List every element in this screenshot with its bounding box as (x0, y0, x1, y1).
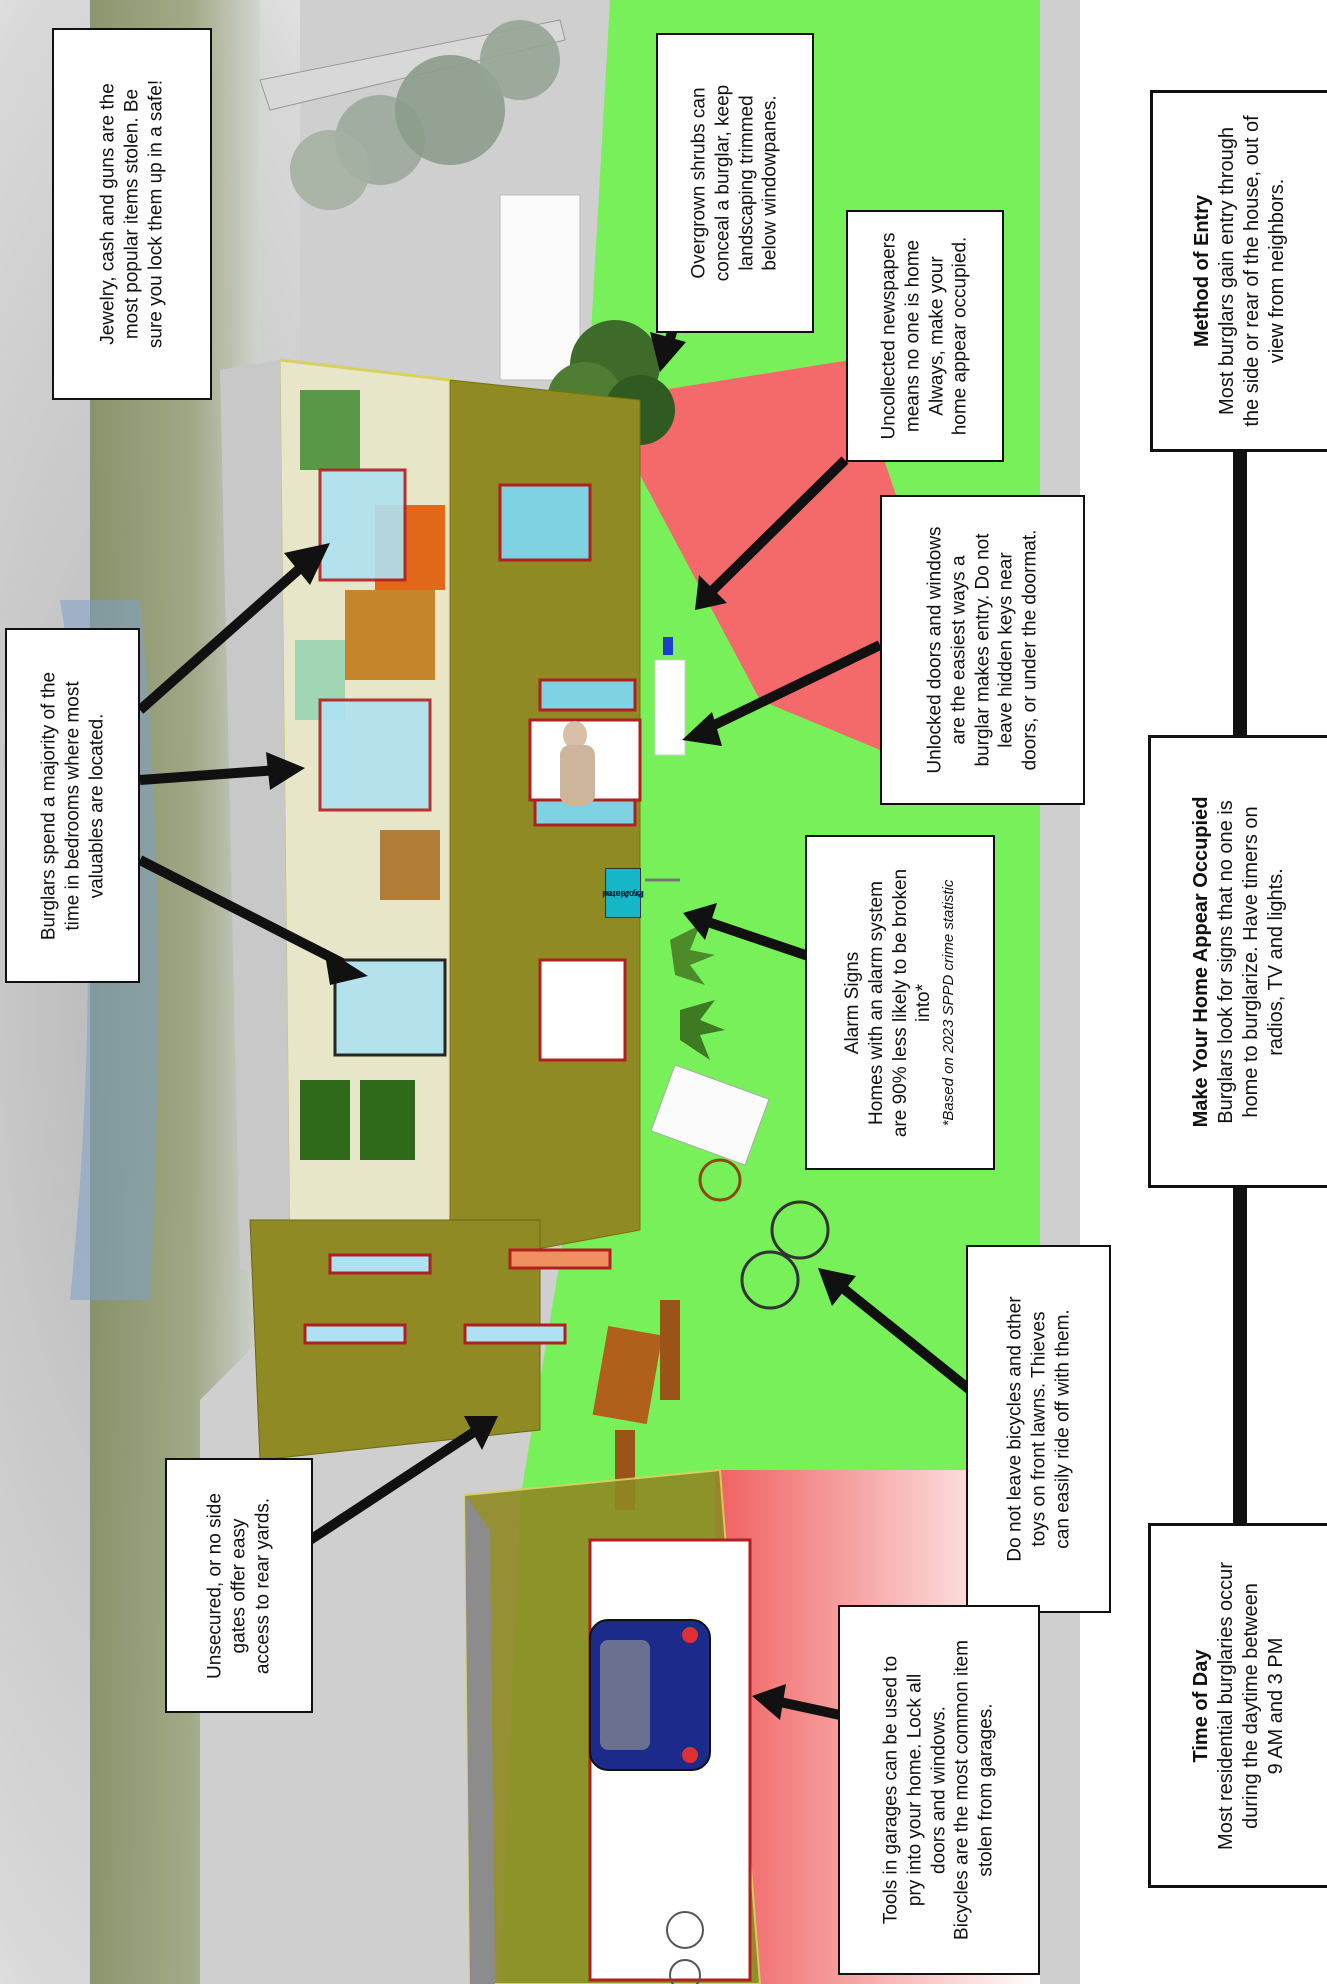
garage (463, 1468, 762, 1984)
callout-alarm: Alarm Signs Homes with an alarm system a… (805, 835, 995, 1170)
house (220, 358, 642, 1461)
newspaper (663, 637, 673, 655)
callout-shrubs: Overgrown shrubs can conceal a burglar, … (656, 33, 814, 333)
arrow-head-bedroom-middle (266, 752, 305, 790)
callout-tools: Tools in garages can be used to pry into… (838, 1605, 1040, 1975)
alarm-footnote: *Based on 2023 SPPD crime statistic (940, 879, 958, 1126)
callout-bedrooms: Burglars spend a majority of the time in… (5, 628, 140, 983)
arrow-head-garage (752, 1684, 786, 1720)
timeline-time-of-day: Time of Day Most residential burglaries … (1148, 1523, 1327, 1888)
white-fence (499, 194, 581, 381)
arrow-head-bedroom-bottom (324, 948, 368, 985)
arrow-head-bicycle (818, 1268, 856, 1306)
tree (259, 19, 566, 210)
timeline-method-of-entry: Method of Entry Most burglars gain entry… (1150, 90, 1327, 452)
callout-unlocked: Unlocked doors and windows are the easie… (880, 495, 1085, 805)
arrow-head-bedroom-top (284, 543, 330, 585)
plants (670, 925, 725, 1060)
arrow-head-door (682, 712, 722, 746)
arrow-head-alarm (683, 903, 717, 940)
arrow-head-gate (464, 1416, 498, 1450)
arrow-head-shrub (650, 332, 686, 372)
callout-jewelry: Jewelry, cash and guns are the most popu… (52, 28, 212, 400)
doormat (654, 659, 686, 756)
alarm-sign-line-2: by Alarm (603, 888, 643, 899)
callout-gates: Unsecured, or no side gates offer easy a… (165, 1458, 313, 1713)
callout-newspapers: Uncollected newspapers means no one is h… (846, 210, 1004, 462)
yard-bicycle (650, 1064, 830, 1310)
arrow-head-newspaper (695, 575, 727, 610)
timeline-appear-occupied: Make Your Home Appear Occupied Burglars … (1148, 735, 1327, 1188)
callout-bicycles: Do not leave bicycles and other toys on … (966, 1245, 1111, 1613)
